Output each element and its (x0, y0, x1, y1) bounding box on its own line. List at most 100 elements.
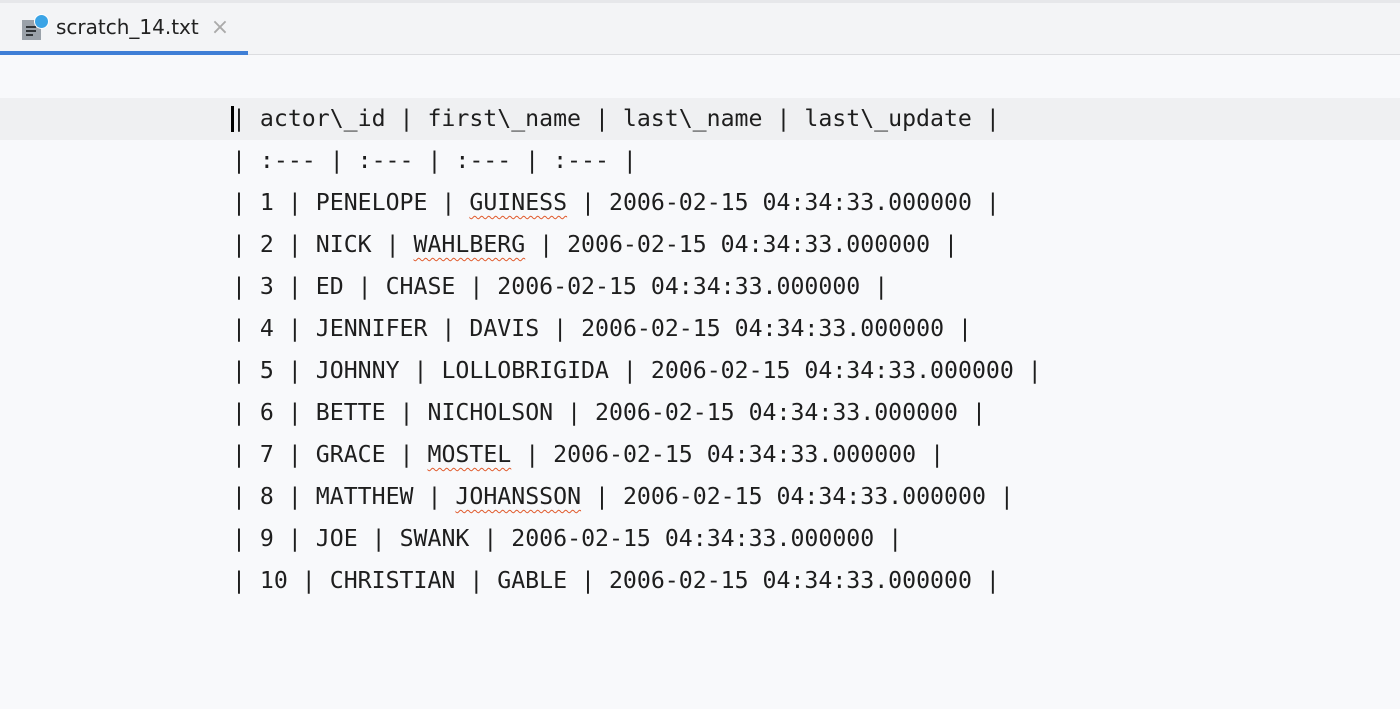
text-editor[interactable]: | actor\_id | first\_name | last\_name |… (0, 56, 1400, 709)
pipe-separator: | (957, 399, 986, 426)
pipe-separator: | (581, 483, 623, 510)
pipe-separator: | (385, 399, 428, 426)
pipe-separator: | (860, 273, 889, 300)
cell-updated: 2006-02-15 04:34:33.000000 (608, 567, 972, 594)
cell-first: BETTE (315, 399, 386, 426)
cell-updated: 2006-02-15 04:34:33.000000 (608, 189, 972, 216)
pipe-separator: | (232, 315, 260, 342)
table-row: | 7 | GRACE | MOSTEL | 2006-02-15 04:34:… (232, 434, 944, 476)
pipe-separator: | (273, 525, 316, 552)
pipe-separator: | (553, 399, 596, 426)
pipe-separator: | (413, 483, 456, 510)
cell-id: 7 (259, 441, 274, 468)
pipe-separator: | (1013, 357, 1042, 384)
close-tab-icon[interactable]: × (210, 14, 230, 40)
cell-id: 9 (259, 525, 274, 552)
pipe-separator: | (232, 483, 260, 510)
cell-id: 6 (259, 399, 274, 426)
cell-last: JOHANSSON (455, 483, 582, 510)
pipe-separator: | (273, 273, 316, 300)
pipe-separator: | (232, 399, 260, 426)
pipe-separator: | (455, 567, 498, 594)
pipe-separator: | (273, 399, 316, 426)
cell-first: JENNIFER (315, 315, 428, 342)
cell-last: GABLE (497, 567, 568, 594)
tab-label: scratch_14.txt (56, 15, 199, 39)
cell-updated: 2006-02-15 04:34:33.000000 (553, 441, 917, 468)
cell-updated: 2006-02-15 04:34:33.000000 (650, 357, 1014, 384)
cell-last: MOSTEL (427, 441, 512, 468)
cell-updated: 2006-02-15 04:34:33.000000 (581, 315, 945, 342)
pipe-separator: | (455, 273, 498, 300)
cell-last: DAVIS (469, 315, 540, 342)
cell-first: NICK (315, 231, 372, 258)
table-row: | 8 | MATTHEW | JOHANSSON | 2006-02-15 0… (232, 476, 1014, 518)
pipe-separator: | (985, 483, 1014, 510)
pipe-separator: | (343, 273, 386, 300)
table-row: | 1 | PENELOPE | GUINESS | 2006-02-15 04… (232, 182, 1000, 224)
cell-id: 5 (259, 357, 274, 384)
text-caret (231, 106, 234, 132)
pipe-separator: | (916, 441, 945, 468)
cell-first: JOE (315, 525, 358, 552)
pipe-separator: | (273, 483, 316, 510)
cell-first: GRACE (315, 441, 386, 468)
table-row: | 10 | CHRISTIAN | GABLE | 2006-02-15 04… (232, 560, 1000, 602)
pipe-separator: | (930, 231, 958, 258)
pipe-separator: | (273, 357, 316, 384)
cell-id: 2 (259, 231, 274, 258)
pipe-separator: | (273, 315, 316, 342)
cell-id: 3 (259, 273, 274, 300)
cell-last: CHASE (385, 273, 456, 300)
cell-last: SWANK (399, 525, 470, 552)
cell-last: GUINESS (469, 189, 568, 216)
pipe-separator: | (567, 189, 609, 216)
pipe-separator: | (511, 441, 554, 468)
pipe-separator: | (567, 567, 609, 594)
cell-id: 1 (259, 189, 274, 216)
pipe-separator: | (232, 441, 260, 468)
table-row: | 6 | BETTE | NICHOLSON | 2006-02-15 04:… (232, 392, 986, 434)
pipe-separator: | (399, 357, 442, 384)
cell-last: NICHOLSON (427, 399, 554, 426)
cell-updated: 2006-02-15 04:34:33.000000 (567, 231, 931, 258)
cell-last: WAHLBERG (413, 231, 526, 258)
pipe-separator: | (539, 315, 582, 342)
separator-line: | :--- | :--- | :--- | :--- | (232, 147, 637, 174)
pipe-separator: | (232, 273, 260, 300)
pipe-separator: | (874, 525, 903, 552)
cell-updated: 2006-02-15 04:34:33.000000 (511, 525, 875, 552)
pipe-separator: | (971, 189, 1000, 216)
cell-updated: 2006-02-15 04:34:33.000000 (595, 399, 958, 426)
pipe-separator: | (608, 357, 651, 384)
cell-first: PENELOPE (315, 189, 428, 216)
table-row: | 3 | ED | CHASE | 2006-02-15 04:34:33.0… (232, 266, 888, 308)
cell-id: 8 (259, 483, 274, 510)
pipe-separator: | (273, 441, 316, 468)
table-row: | 5 | JOHNNY | LOLLOBRIGIDA | 2006-02-15… (232, 350, 1042, 392)
cell-id: 4 (259, 315, 274, 342)
cell-first: JOHNNY (315, 357, 400, 384)
cell-updated: 2006-02-15 04:34:33.000000 (497, 273, 861, 300)
pipe-separator: | (469, 525, 512, 552)
cell-first: MATTHEW (315, 483, 414, 510)
pipe-separator: | (232, 567, 260, 594)
table-row: | 9 | JOE | SWANK | 2006-02-15 04:34:33.… (232, 518, 902, 560)
table-row: | 2 | NICK | WAHLBERG | 2006-02-15 04:34… (232, 224, 958, 266)
pipe-separator: | (371, 231, 414, 258)
pipe-separator: | (385, 441, 428, 468)
pipe-separator: | (232, 357, 260, 384)
header-line: | actor\_id | first\_name | last\_name |… (232, 105, 1000, 132)
cell-first: ED (315, 273, 344, 300)
editor-tab-bar: scratch_14.txt × (0, 0, 1400, 55)
pipe-separator: | (273, 189, 316, 216)
cell-first: CHRISTIAN (329, 567, 456, 594)
cell-updated: 2006-02-15 04:34:33.000000 (622, 483, 986, 510)
pipe-separator: | (944, 315, 972, 342)
tab-scratch-14[interactable]: scratch_14.txt × (0, 3, 248, 55)
scratch-file-icon (22, 14, 49, 40)
pipe-separator: | (273, 231, 316, 258)
pipe-separator: | (525, 231, 568, 258)
pipe-separator: | (232, 189, 260, 216)
pipe-separator: | (427, 315, 470, 342)
